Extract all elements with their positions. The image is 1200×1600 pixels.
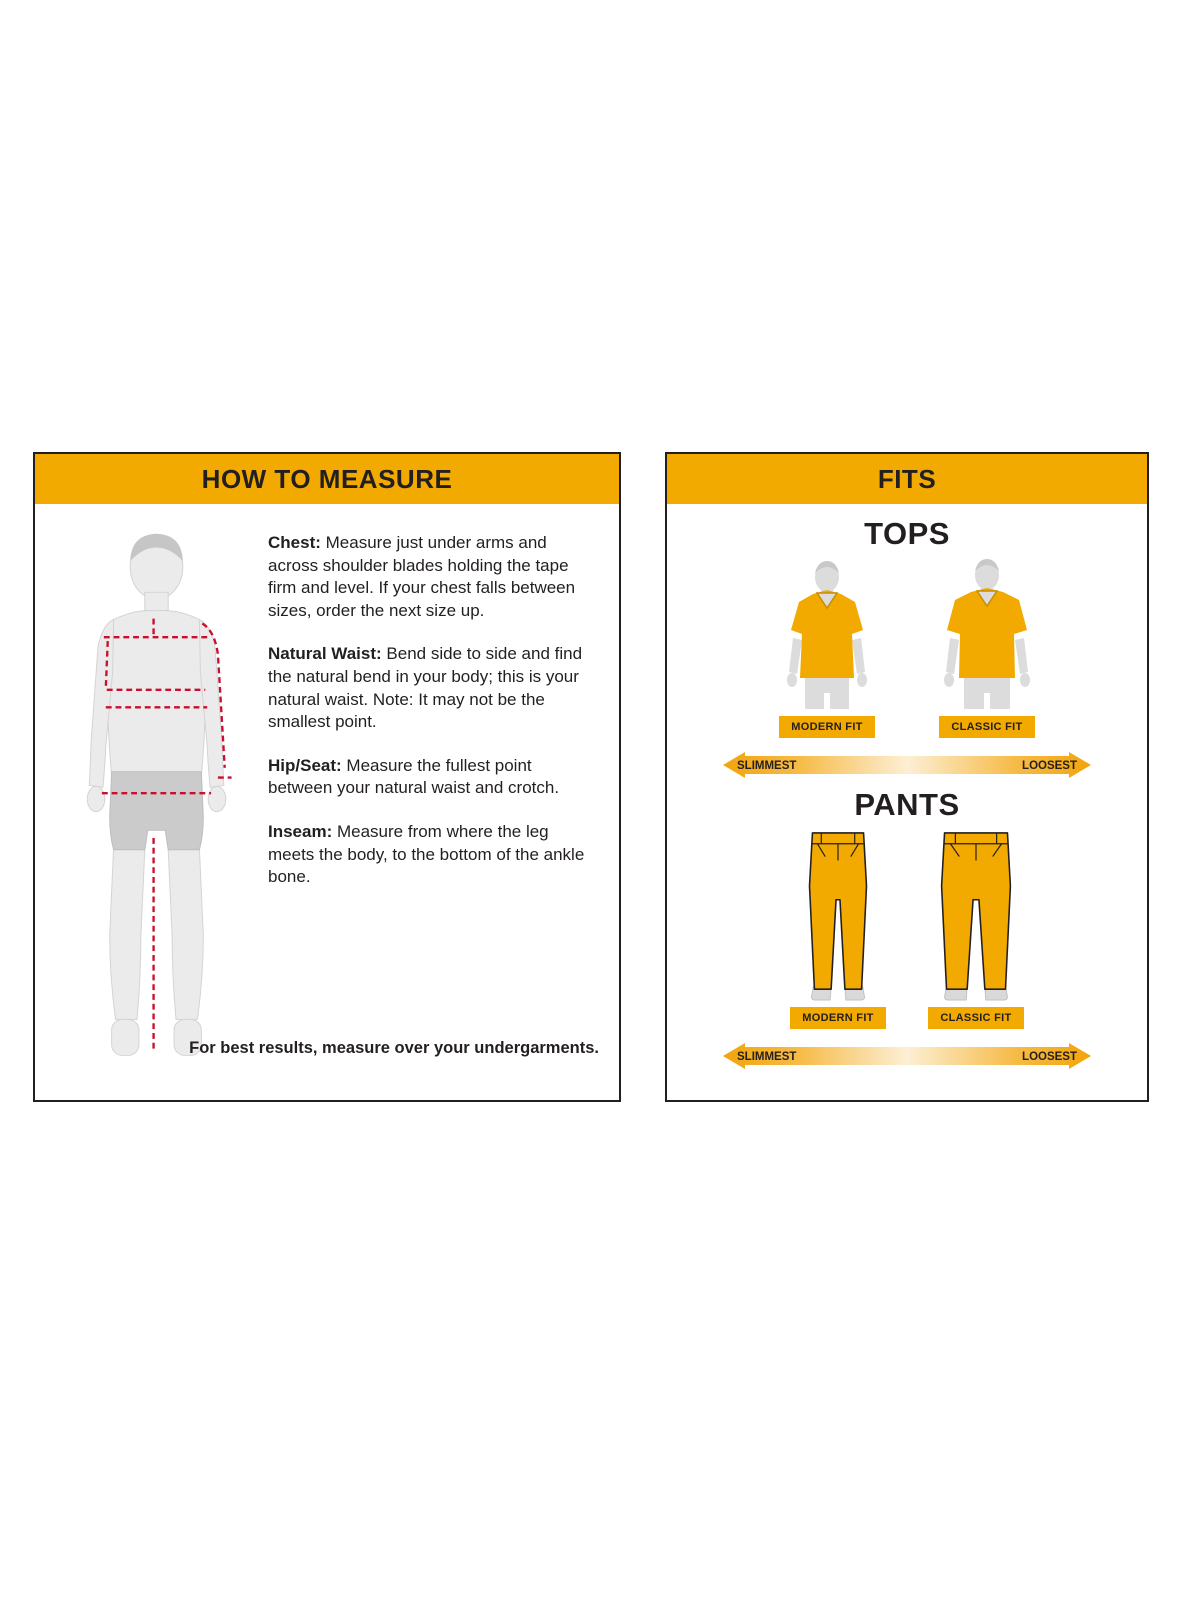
measure-section-hip-seat: Hip/Seat: Measure the fullest point betw… <box>268 755 595 800</box>
hip-seat-label: Hip/Seat: <box>268 755 342 775</box>
pants-fit-scale-arrow: SLIMMEST LOOSEST <box>723 1043 1091 1069</box>
pants-scale-slimmest-label: SLIMMEST <box>737 1051 796 1063</box>
modern-fit-top-figure <box>787 561 867 709</box>
natural-waist-label: Natural Waist: <box>268 644 382 664</box>
measure-footnote: For best results, measure over your unde… <box>189 1038 599 1057</box>
tops-fit-scale-arrow: SLIMMEST LOOSEST <box>723 752 1091 778</box>
measure-section-chest: Chest: Measure just under arms and acros… <box>268 532 595 622</box>
how-to-measure-body: Chest: Measure just under arms and acros… <box>35 504 619 1100</box>
arm-tape-line <box>201 622 226 768</box>
inseam-label: Inseam: <box>268 822 333 842</box>
tops-heading: TOPS <box>864 516 950 551</box>
tops-classic-fit-column: CLASSIC FIT <box>926 558 1048 738</box>
pants-classic-fit-column: CLASSIC FIT <box>926 829 1026 1029</box>
tops-fit-row: MODERN FIT CLA <box>766 558 1048 738</box>
measurement-figure-wrap <box>59 526 254 1100</box>
pants-scale-loosest-label: LOOSEST <box>1022 1051 1077 1063</box>
fits-title: FITS <box>877 463 937 494</box>
how-to-measure-title: HOW TO MEASURE <box>201 463 453 494</box>
classic-fit-top-figure <box>944 559 1030 709</box>
male-measurement-figure <box>86 533 232 1056</box>
classic-fit-pants-figure <box>940 832 1012 1001</box>
pants-fit-row: MODERN FIT <box>788 829 1026 1029</box>
measure-section-natural-waist: Natural Waist: Bend side to side and fin… <box>268 643 595 733</box>
shorts <box>109 771 204 851</box>
side-tape-line <box>104 641 109 688</box>
pants-classic-fit-badge: CLASSIC FIT <box>928 1007 1024 1029</box>
chest-text: Measure just under arms and across shoul… <box>268 533 576 620</box>
tops-classic-fit-badge: CLASSIC FIT <box>939 716 1035 738</box>
how-to-measure-panel: HOW TO MEASURE <box>33 452 621 1102</box>
tops-scale-slimmest-label: SLIMMEST <box>737 760 796 772</box>
hair <box>130 533 183 562</box>
pants-modern-fit-column: MODERN FIT <box>788 829 888 1029</box>
inseam-text: Measure from where the leg meets the bod… <box>268 822 585 887</box>
chest-label: Chest: <box>268 533 321 552</box>
fits-panel: FITS TOPS <box>665 452 1149 1102</box>
measure-instructions: Chest: Measure just under arms and acros… <box>254 504 619 1100</box>
pants-heading: PANTS <box>854 787 960 822</box>
how-to-measure-header: HOW TO MEASURE <box>35 454 619 504</box>
tops-modern-fit-column: MODERN FIT <box>766 560 888 738</box>
fits-body: TOPS MODERN FIT <box>667 504 1147 1074</box>
measure-section-inseam: Inseam: Measure from where the leg meets… <box>268 821 595 889</box>
modern-fit-pants-figure <box>808 832 868 1001</box>
natural-waist-text: Bend side to side and find the natural b… <box>268 644 583 732</box>
pants-modern-fit-badge: MODERN FIT <box>790 1007 886 1029</box>
hip-seat-text: Measure the fullest point between your n… <box>268 755 560 798</box>
tops-modern-fit-badge: MODERN FIT <box>779 716 875 738</box>
fits-header: FITS <box>667 454 1147 504</box>
tops-scale-loosest-label: LOOSEST <box>1022 760 1077 772</box>
